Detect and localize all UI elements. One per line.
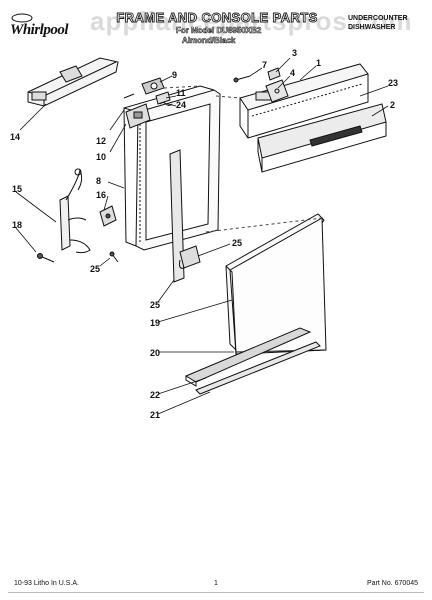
callout-16: 14 — [10, 132, 21, 142]
callout-25b: 25 — [232, 238, 243, 248]
brand-logo: Whirlpool — [10, 22, 69, 38]
callout-13: 15 — [12, 184, 23, 194]
assembly-guides — [163, 85, 323, 233]
callout-7: 7 — [262, 60, 268, 70]
callout-4: 4 — [290, 68, 296, 78]
part-10-switch-holder — [125, 103, 151, 129]
part-7-screw — [233, 75, 251, 83]
callout-21: 22 — [150, 390, 161, 400]
appliance-type-line2: DISHWASHER — [348, 24, 396, 31]
brand-logo-emblem — [11, 13, 33, 23]
callout-25a: 25 — [90, 264, 101, 274]
leader-lines — [15, 57, 389, 415]
model-number: For Model DU8950XB2 — [176, 26, 262, 36]
appliance-type: UNDERCOUNTER DISHWASHER — [348, 14, 420, 32]
part-number: Part No. 670045 — [367, 580, 418, 587]
page-number: 1 — [214, 580, 218, 587]
callout-24: 24 — [176, 100, 187, 110]
part-15-screw — [37, 253, 55, 263]
part-25b-bracket — [179, 245, 201, 269]
print-code: 10-93 Litho In U.S.A. — [14, 580, 79, 587]
callout-1: 1 — [316, 58, 322, 68]
callout-18: 19 — [150, 318, 161, 328]
callout-20: 21 — [150, 410, 161, 420]
page-title: FRAME AND CONSOLE PARTS — [116, 10, 318, 26]
watermark: appliancepartspros.com — [90, 6, 413, 36]
part-23-side-trim — [169, 149, 185, 283]
part-2-console-overlay — [257, 103, 387, 173]
part-4-bracket — [265, 79, 289, 103]
callout-2: 2 — [390, 100, 396, 110]
part-12-pin — [123, 93, 135, 99]
part-16-console-cap — [27, 57, 119, 107]
part-14-connector — [99, 205, 117, 227]
callout-19: 20 — [150, 348, 161, 358]
finish-color: Almond/Black — [182, 36, 236, 46]
footer-rule — [8, 592, 424, 593]
part-13-wire-harness — [59, 168, 91, 254]
part-18-door-panel — [225, 213, 327, 355]
part-24-spring — [159, 102, 173, 106]
callout-3: 3 — [292, 48, 298, 58]
callout-22: 23 — [388, 78, 399, 88]
callout-10: 10 — [96, 152, 107, 162]
callout-9: 9 — [172, 70, 178, 80]
callout-12: 12 — [96, 136, 107, 146]
callout-11: 11 — [176, 88, 186, 98]
part-11-actuator — [155, 91, 171, 105]
appliance-type-line1: UNDERCOUNTER — [348, 15, 408, 22]
callout-15: 18 — [12, 220, 23, 230]
callout-14: 16 — [96, 190, 107, 200]
callout-23: 25 — [150, 300, 161, 310]
callout-8: 8 — [96, 176, 102, 186]
part-9-switch — [141, 77, 165, 95]
part-25a-screw — [109, 251, 119, 263]
part-20-door-seal — [195, 341, 321, 395]
